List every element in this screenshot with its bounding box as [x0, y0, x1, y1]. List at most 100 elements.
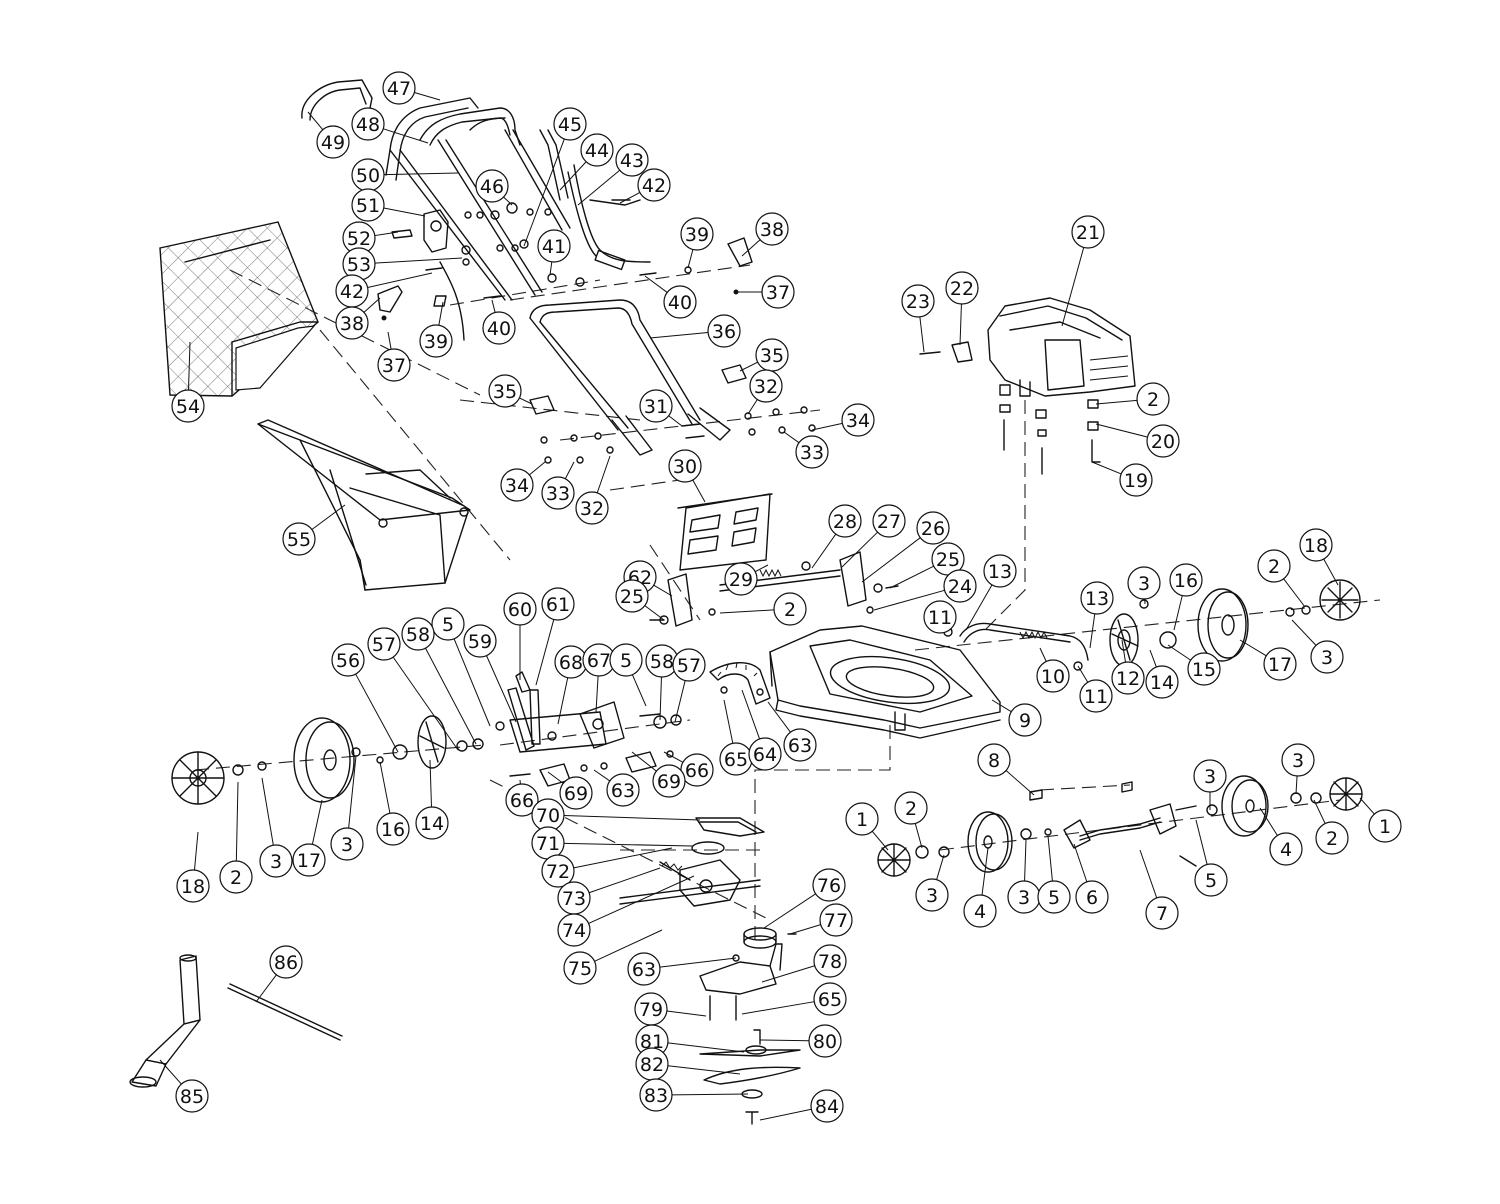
front-wheel-axle	[1029, 781, 1197, 867]
part-number-label: 34	[505, 475, 529, 497]
part-number-label: 86	[274, 952, 298, 974]
callout-circle	[724, 562, 758, 596]
callout-circle	[1145, 665, 1179, 699]
part-number-label: 38	[760, 219, 784, 241]
wheel-right-rear	[1109, 579, 1361, 667]
leader-line-c2c	[1283, 578, 1306, 608]
leader-line-c69a	[631, 751, 657, 772]
callout-c77: 77	[819, 903, 853, 937]
part-number-label: 20	[1151, 431, 1175, 453]
callout-circle	[1315, 821, 1349, 855]
rear-flap	[677, 493, 773, 571]
part-number-label: 64	[753, 744, 777, 766]
leader-line-c3h	[1295, 775, 1298, 795]
callout-circle	[488, 374, 522, 408]
part-number-label: 84	[815, 1096, 839, 1118]
part-number-label: 2	[1268, 556, 1280, 578]
upper-handle	[301, 79, 571, 301]
part-number-label: 57	[372, 634, 396, 656]
callout-circle	[813, 944, 847, 978]
leader-line-c2b	[1095, 399, 1138, 405]
callout-circle	[282, 522, 316, 556]
leader-line-c17a	[1239, 639, 1267, 657]
callout-c9: 9	[1008, 703, 1042, 737]
leader-line-c28	[811, 533, 837, 569]
callout-c3b: 3	[1310, 640, 1344, 674]
callout-circle	[269, 945, 303, 979]
callout-circle	[335, 306, 369, 340]
callout-c56: 56	[331, 643, 365, 677]
part-number-label: 41	[542, 236, 566, 258]
callout-circle	[983, 554, 1017, 588]
part-number-label: 59	[468, 631, 492, 653]
part-number-label: 85	[180, 1086, 204, 1108]
callout-c51: 51	[351, 188, 385, 222]
leader-line-c69b	[547, 771, 564, 784]
callout-circle	[783, 728, 817, 762]
leader-line-c4b	[1259, 807, 1278, 836]
callout-circle	[1080, 581, 1114, 615]
callout-circle	[1075, 880, 1109, 914]
callout-c45: 45	[553, 107, 587, 141]
callout-circle	[615, 143, 649, 177]
part-number-label: 17	[1268, 654, 1292, 676]
leader-line-c57b	[674, 680, 686, 723]
leader-line-c75	[594, 929, 663, 962]
leader-line-c22	[959, 303, 962, 346]
callout-c55: 55	[282, 522, 316, 556]
part-number-label: 3	[1292, 750, 1304, 772]
callout-c38a: 38	[335, 306, 369, 340]
part-number-label: 65	[818, 989, 842, 1011]
leader-line-c76	[763, 893, 816, 929]
callout-c2e: 2	[894, 791, 928, 825]
callout-c52: 52	[342, 221, 376, 255]
callout-c78: 78	[813, 944, 847, 978]
callout-circle	[672, 648, 706, 682]
leader-line-c38a	[363, 297, 381, 313]
leader-line-c82	[667, 1065, 741, 1075]
callout-circle	[1071, 215, 1105, 249]
callout-c17a: 17	[1263, 647, 1297, 681]
part-number-label: 4	[974, 901, 986, 923]
height-adjust-sector	[709, 662, 771, 705]
callout-c29: 29	[724, 562, 758, 596]
callout-c1a: 1	[845, 802, 879, 836]
leader-line-c54	[187, 341, 191, 391]
leader-line-c3e	[936, 854, 945, 880]
callout-c76: 76	[812, 868, 846, 902]
part-number-label: 37	[766, 282, 790, 304]
spark-plug-wrench	[129, 954, 343, 1088]
callout-c33b: 33	[541, 476, 575, 510]
part-number-label: 72	[546, 861, 570, 883]
callout-circle	[755, 212, 789, 246]
callout-circle	[795, 435, 829, 469]
part-number-label: 82	[640, 1054, 664, 1076]
part-number-label: 70	[536, 805, 560, 827]
leader-line-c7	[1139, 849, 1158, 899]
part-number-label: 71	[536, 833, 560, 855]
part-number-label: 80	[813, 1031, 837, 1053]
callout-c40b: 40	[663, 285, 697, 319]
callout-c12: 12	[1111, 661, 1145, 695]
leader-line-c79	[666, 1010, 707, 1017]
leader-line-c47	[414, 92, 441, 101]
part-number-label: 29	[729, 569, 753, 591]
callout-circle	[1299, 528, 1333, 562]
callout-c40a: 40	[482, 311, 516, 345]
callout-circle	[1037, 880, 1071, 914]
leader-line-c5b	[631, 674, 647, 707]
part-number-label: 16	[1174, 570, 1198, 592]
leader-line-c33b	[564, 461, 575, 480]
leader-line-c68	[557, 677, 569, 725]
callout-c73: 73	[557, 881, 591, 915]
callout-circle	[1269, 832, 1303, 866]
handle-hardware	[425, 199, 692, 299]
callout-c31: 31	[639, 389, 673, 423]
leader-line-c5d	[1195, 819, 1208, 865]
leader-line-c5c	[1047, 835, 1053, 882]
part-number-label: 18	[1304, 535, 1328, 557]
part-number-label: 56	[336, 650, 360, 672]
leader-line-c40b	[644, 275, 668, 293]
leader-lines	[159, 92, 1375, 1121]
